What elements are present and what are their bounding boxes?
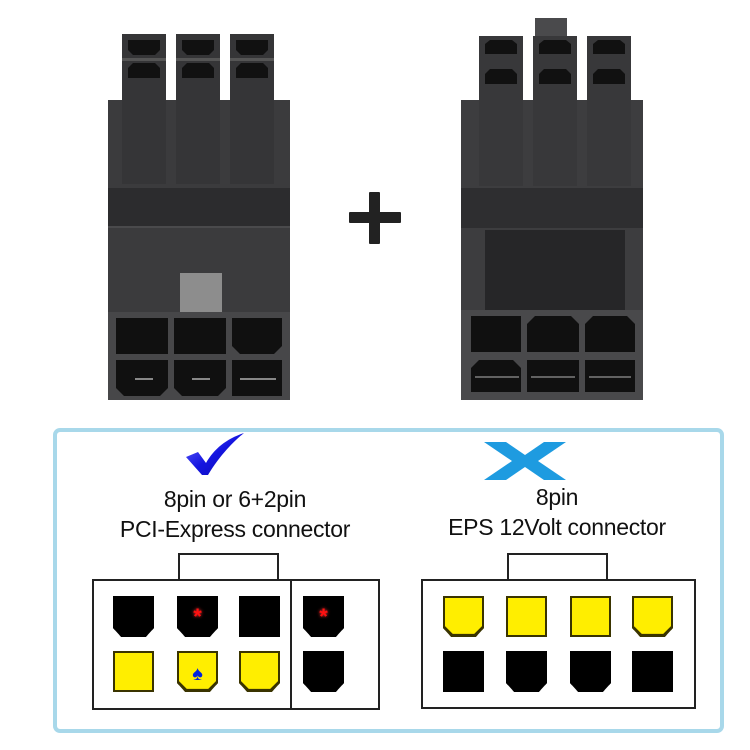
pcie-pin-7-side: *: [303, 596, 344, 637]
pcie-pin-4: [113, 651, 154, 692]
eps-caption: 8pin EPS 12Volt connector: [412, 482, 702, 542]
eps-connector-photo: [455, 16, 650, 408]
eps-caption-line2: EPS 12Volt connector: [448, 514, 666, 540]
pcie-pin-2: *: [177, 596, 218, 637]
asterisk-icon: *: [193, 604, 202, 629]
pcie-pin-5: ♠: [177, 651, 218, 692]
eps-pin-6: [506, 651, 547, 692]
eps-pin-5: [443, 651, 484, 692]
eps-caption-line1: 8pin: [535, 484, 579, 510]
pcie-pin-3: [239, 596, 280, 637]
plus-icon: [349, 192, 401, 244]
eps-diagram-latch-tab: [507, 553, 608, 581]
pcie-pin-8-side: [303, 651, 344, 692]
spade-icon: ♠: [192, 663, 203, 685]
pcie-pin-1: [113, 596, 154, 637]
eps-pin-4: [632, 596, 673, 637]
pcie-caption: 8pin or 6+2pin PCI-Express connector: [90, 484, 380, 544]
pcie-connector-photo: [100, 28, 300, 406]
checkmark-icon: [184, 431, 246, 476]
pcie-caption-line2: PCI-Express connector: [119, 516, 351, 542]
pcie-pin-6: [239, 651, 280, 692]
pcie-diagram-divider: [290, 579, 292, 710]
plus-icon-vertical: [369, 192, 380, 244]
eps-pin-2: [506, 596, 547, 637]
eps-pin-7: [570, 651, 611, 692]
asterisk-icon: *: [319, 604, 328, 629]
pcie-caption-line1: 8pin or 6+2pin: [163, 486, 307, 512]
eps-pin-3: [570, 596, 611, 637]
eps-pin-8: [632, 651, 673, 692]
pcie-diagram-latch-tab: [178, 553, 279, 581]
x-icon: [484, 442, 567, 480]
eps-pin-1: [443, 596, 484, 637]
